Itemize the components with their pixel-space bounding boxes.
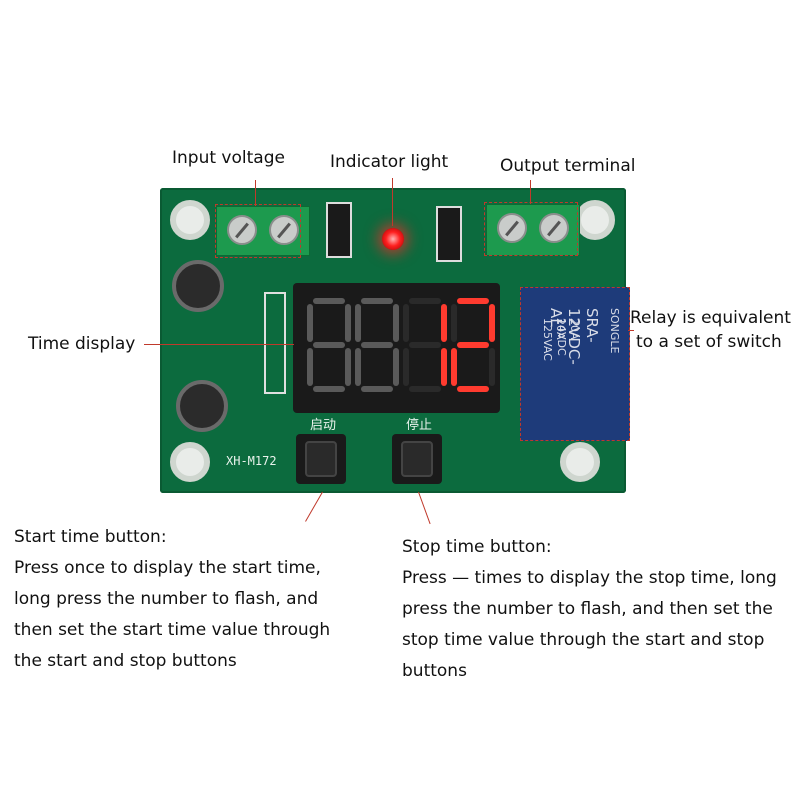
stop-button-note: Stop time button: Press — times to displ… [402,532,777,687]
start-button-note: Start time button: Press once to display… [14,522,330,677]
segment-d [409,386,441,392]
leader-line [418,491,431,525]
start-note-line: Press once to display the start time, [14,558,321,578]
stop-silkscreen: 停止 [406,418,433,433]
leader-line [392,178,393,226]
pin-header [264,292,286,394]
leader-line [144,344,294,345]
segment-b [441,304,447,342]
display-digit [403,298,447,394]
start-note-title: Start time button: [14,527,167,547]
segment-c [345,348,351,386]
input-voltage-label: Input voltage [172,148,285,168]
capacitor [172,260,224,312]
mount-hole [560,442,600,482]
output-terminal-highlight [484,202,578,256]
segment-b [393,304,399,342]
segment-f [403,304,409,342]
screw-icon [539,213,569,243]
stop-note-line: press the number to flash, and then set … [402,599,773,619]
segment-e [355,348,361,386]
segment-f [307,304,313,342]
segment-g [409,342,441,348]
leader-line [530,180,531,204]
leader-line [628,330,634,331]
start-time-button[interactable] [296,434,346,484]
model-silkscreen: XH-M172 [226,454,277,468]
relay-label-line1: Relay is equivalent [630,308,791,328]
segment-a [457,298,489,304]
mount-hole [170,442,210,482]
leader-line [305,491,323,522]
segment-d [313,386,345,392]
capacitor [176,380,228,432]
display-digit [307,298,351,394]
start-silkscreen: 启动 [310,418,337,433]
segment-f [451,304,457,342]
segment-e [451,348,457,386]
start-note-line: long press the number to flash, and [14,589,319,609]
segment-c [489,348,495,386]
start-note-line: then set the start time value through [14,620,331,640]
segment-c [441,348,447,386]
segment-a [313,298,345,304]
segment-b [489,304,495,342]
input-terminal-block [216,206,310,256]
segment-b [345,304,351,342]
stop-button-cap[interactable] [401,441,433,477]
segment-c [393,348,399,386]
output-terminal-block [486,204,580,256]
stop-note-title: Stop time button: [402,537,552,557]
relay-rating-text: 20A 125VAC [541,318,567,361]
relay-label-line2: to a set of switch [636,332,782,352]
time-display-label: Time display [28,334,136,354]
indicator-led [382,228,404,250]
screw-icon [269,215,299,245]
segment-a [409,298,441,304]
input-voltage-highlight [215,204,301,258]
segment-g [361,342,393,348]
leader-line [255,180,256,206]
mount-hole [575,200,615,240]
segment-a [361,298,393,304]
output-terminal-label: Output terminal [500,156,636,176]
screw-icon [227,215,257,245]
stop-note-line: buttons [402,661,467,681]
stop-note-line: Press — times to display the stop time, … [402,568,777,588]
mount-hole [170,200,210,240]
diode [326,202,352,258]
stop-note-line: stop time value through the start and st… [402,630,765,650]
stop-time-button[interactable] [392,434,442,484]
segment-d [361,386,393,392]
segment-g [313,342,345,348]
display-digit [355,298,399,394]
display-digit [451,298,495,394]
relay-brand-text: SONGLE [608,308,621,354]
start-button-cap[interactable] [305,441,337,477]
segment-f [355,304,361,342]
diode [436,206,462,262]
screw-icon [497,213,527,243]
start-note-line: the start and stop buttons [14,651,237,671]
segment-g [457,342,489,348]
segment-d [457,386,489,392]
segment-e [307,348,313,386]
indicator-light-label: Indicator light [330,152,449,172]
segment-e [403,348,409,386]
time-display [293,283,500,413]
relay: SRA-12VDC-AL 20A 14VDC 20A 125VAC SONGLE [520,287,630,441]
